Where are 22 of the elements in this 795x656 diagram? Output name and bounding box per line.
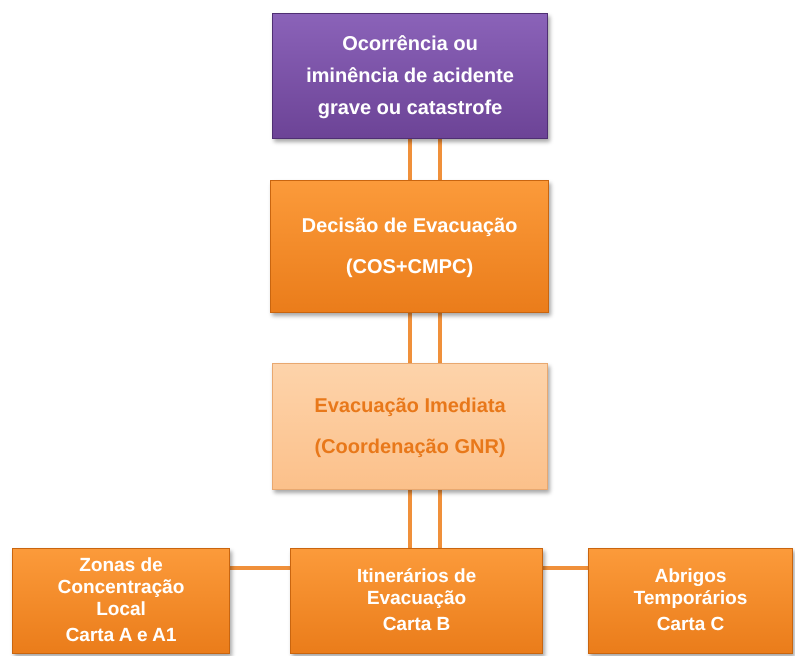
box-text: Carta C <box>656 614 724 636</box>
connector-line <box>408 311 442 365</box>
box-text: Abrigos Temporários <box>632 566 748 610</box>
process-box <box>270 180 549 313</box>
box-text: (Coordenação GNR) <box>314 436 506 458</box>
connector-line <box>408 488 442 550</box>
box-text: Carta A e A1 <box>66 624 176 647</box>
process-box <box>588 548 793 654</box>
box-text: Itinerários de Evacuação <box>356 566 478 610</box>
box-text: (COS+CMPC) <box>346 256 474 278</box>
box-text: Evacuação Imediata <box>314 394 506 418</box>
process-box <box>272 363 548 490</box>
process-box <box>290 548 543 654</box>
connector-line <box>230 566 290 570</box>
box-text: Carta B <box>382 614 450 636</box>
connector-line <box>408 137 442 182</box>
box-text: Decisão de Evacuação <box>302 214 518 238</box>
process-box <box>12 548 230 654</box>
process-box <box>272 13 548 139</box>
box-text: Zonas de Concentração Local <box>56 555 186 621</box>
connector-line <box>543 566 588 570</box>
box-text: Ocorrência ou iminência de acidente grave ou catastrofe <box>305 32 515 121</box>
